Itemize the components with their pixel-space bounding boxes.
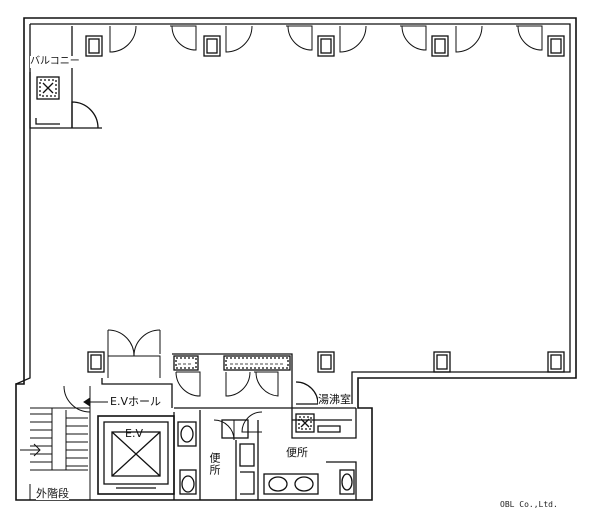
copyright-credit: OBL Co.,Ltd. — [500, 500, 558, 509]
top-pillars — [85, 35, 565, 57]
core-doors — [63, 371, 279, 441]
external-stairs-label: 外階段 — [36, 487, 69, 500]
balcony-label: バルコニー — [30, 56, 80, 68]
core-area — [101, 353, 357, 439]
external-stairs — [20, 407, 91, 500]
kitchenette-label: 湯沸室 — [318, 393, 351, 406]
ev-hall-label: E.Vホール — [110, 395, 161, 408]
toilet-right-label: 便所 — [286, 446, 308, 459]
toilet-left-label: 便所 — [208, 452, 221, 476]
outer-wall — [15, 17, 577, 501]
balcony — [29, 26, 102, 129]
elevator-label: E.V — [125, 427, 143, 440]
toilet-rooms — [173, 410, 357, 500]
bottom-pillars — [87, 351, 565, 373]
office-entrance-doors — [107, 329, 161, 378]
top-windows — [109, 25, 543, 53]
ev-hall-arrow — [83, 397, 108, 407]
